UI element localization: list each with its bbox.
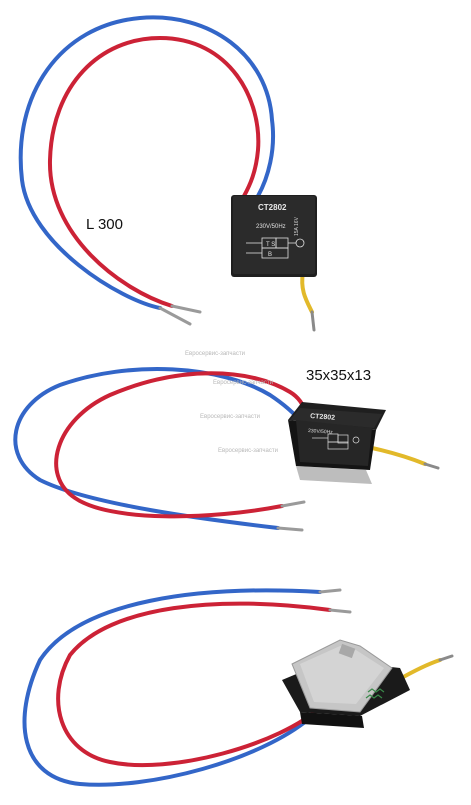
regulator-module-middle: CT2802 230V/50Hz xyxy=(288,402,386,484)
rating-text-middle: 230V/50Hz xyxy=(308,428,334,436)
schematic-letters-top: T S xyxy=(266,242,275,248)
yellow-wire-tip-bottom xyxy=(438,654,454,662)
watermark-2: Евросервис-запчасти xyxy=(213,380,273,386)
schematic-letter-b-top: B xyxy=(268,252,272,258)
size-label: 35x35x13 xyxy=(306,367,372,384)
model-text-top: CT2802 xyxy=(258,203,287,212)
blue-wire-bottom xyxy=(22,588,322,787)
blue-wire-middle xyxy=(13,367,300,530)
photo-middle-view: CT2802 230V/50Hz Евросервис-запчасти Евр… xyxy=(13,351,440,532)
watermark-4: Евросервис-запчасти xyxy=(218,448,278,454)
red-wire-middle xyxy=(54,371,308,519)
yellow-wire-tip-top xyxy=(310,310,316,332)
rating-text-top: 230V/50Hz xyxy=(256,224,286,230)
schematic-symbol-middle xyxy=(312,433,360,450)
red-wire-tip-middle xyxy=(280,500,306,508)
red-wire-top xyxy=(47,35,261,308)
side-text-top: 15A 16V xyxy=(294,216,300,236)
schematic-symbol-top xyxy=(246,237,305,259)
model-text-middle: CT2802 xyxy=(310,413,335,422)
red-wire-tip-bottom xyxy=(328,608,352,614)
blue-wire-tip-bottom xyxy=(318,588,342,594)
red-wire-bottom xyxy=(56,601,332,768)
length-label: L 300 xyxy=(86,216,123,233)
photo-bottom-view xyxy=(22,588,454,787)
blue-wire-tip-top xyxy=(158,306,192,326)
blue-wire-tip-middle xyxy=(276,526,304,532)
yellow-wire-tip-middle xyxy=(423,462,440,470)
photo-top-view: CT2802 230V/50Hz 15A 16V T S B xyxy=(18,15,317,332)
regulator-module-bottom xyxy=(282,639,410,728)
yellow-wire-top xyxy=(300,270,314,314)
contact-spring xyxy=(365,688,385,699)
regulator-module-top: CT2802 230V/50Hz 15A 16V T S B xyxy=(231,195,317,277)
yellow-wire-bottom xyxy=(396,658,442,682)
red-wire-tip-top xyxy=(170,304,202,314)
yellow-wire-middle xyxy=(370,446,427,466)
blue-wire-top xyxy=(18,15,275,310)
watermark-1: Евросервис-запчасти xyxy=(185,351,245,357)
watermark-3: Евросервис-запчасти xyxy=(200,414,260,420)
